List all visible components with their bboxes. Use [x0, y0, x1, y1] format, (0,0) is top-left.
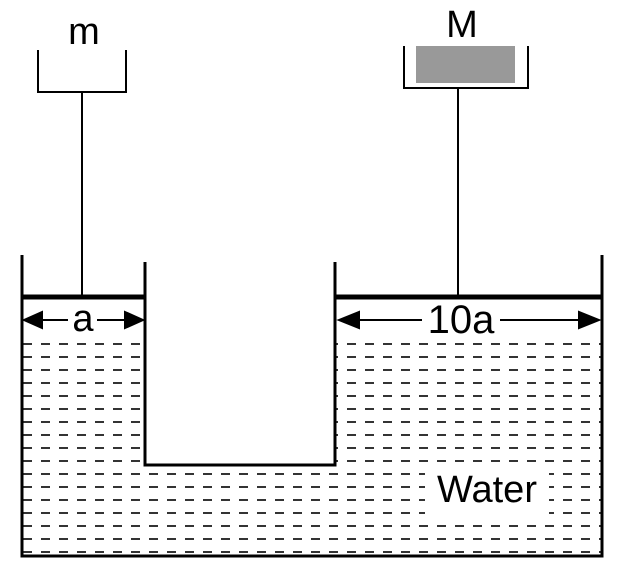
- small-mass-pan: [37, 50, 127, 93]
- large-mass-block: [416, 46, 515, 83]
- u-tube-inner-wall: [143, 262, 337, 467]
- small-width-arrow: [21, 310, 146, 330]
- large-width-label: 10a: [428, 298, 495, 342]
- water-region: [22, 343, 602, 556]
- small-width-label: a: [72, 298, 94, 340]
- large-width-arrow: [336, 310, 602, 330]
- water-label-backdrop: [425, 466, 549, 514]
- left-column-outer-wall: [20, 255, 604, 558]
- large-mass-pan: [403, 46, 529, 89]
- vessel-outline: [20, 255, 604, 558]
- large-mass-label: M: [446, 4, 478, 46]
- small-mass-label: m: [68, 11, 100, 53]
- water-label: Water: [437, 469, 537, 511]
